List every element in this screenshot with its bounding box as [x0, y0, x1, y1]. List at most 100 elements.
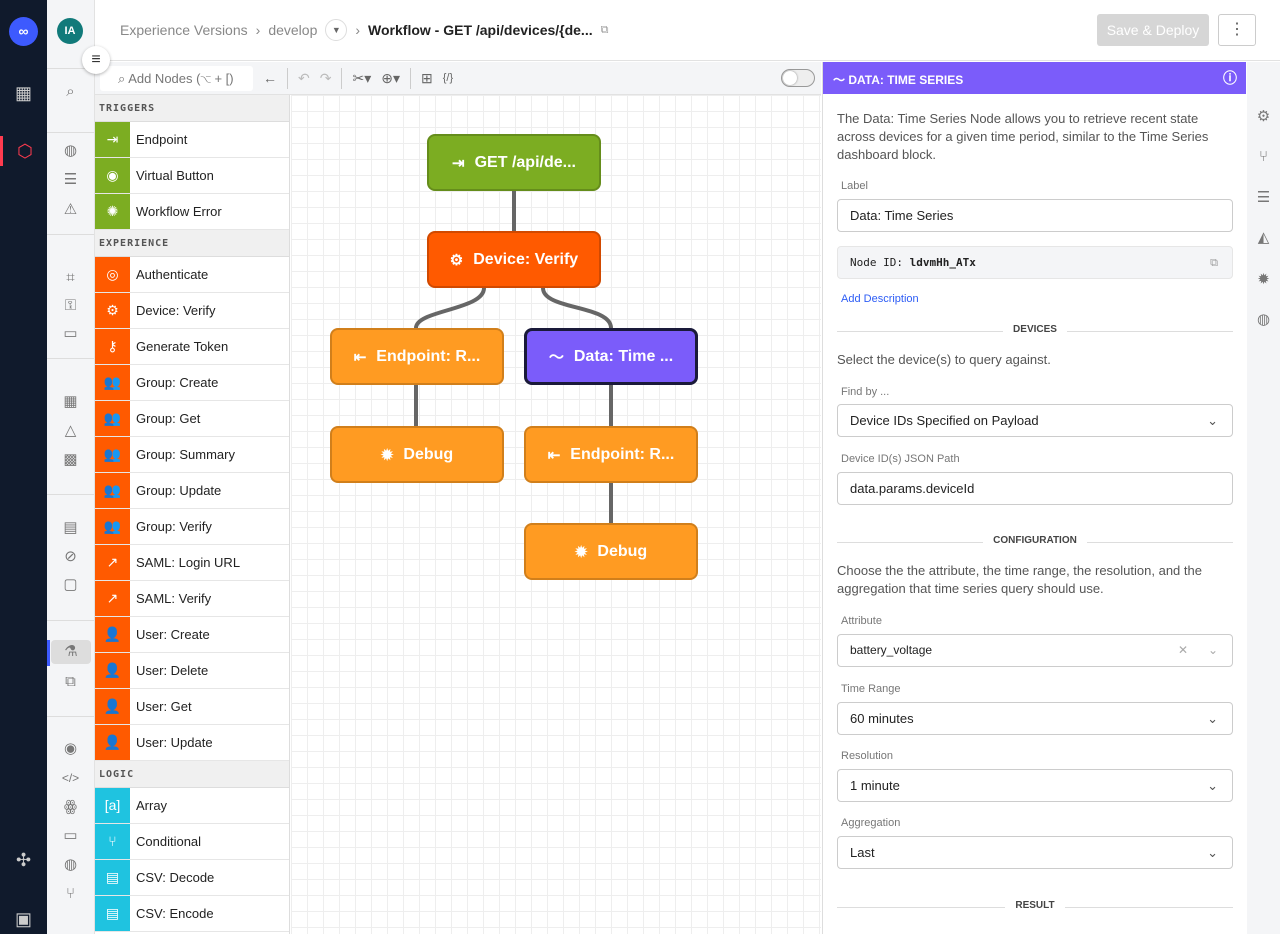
device-path-input[interactable]: data.params.deviceId [837, 472, 1233, 505]
node-device-verify[interactable]: ⚙Device: Verify [427, 231, 601, 288]
events-warning-icon[interactable]: ⚠ [63, 201, 78, 218]
node-debug-2[interactable]: ✹Debug [524, 523, 698, 580]
palette-item[interactable]: ▤CSV: Decode [95, 860, 289, 896]
node-endpoint-reply-2[interactable]: ⇤Endpoint: R... [524, 426, 698, 483]
attribute-select[interactable]: battery_voltage✕⌄ [837, 634, 1233, 667]
workflows-icon[interactable]: ⚗ [51, 640, 91, 664]
applications-cube-icon[interactable]: ⬡ [0, 136, 47, 166]
search-icon[interactable]: ⌕ [66, 83, 75, 100]
book-icon[interactable]: ▢ [63, 576, 78, 593]
www-globe-icon[interactable]: ◍ [63, 856, 78, 873]
losant-logo-icon[interactable]: ∞ [9, 17, 38, 46]
hamburger-menu-icon[interactable]: ≡ [82, 46, 110, 74]
help-icon[interactable]: ⓘ [1223, 70, 1237, 86]
node-type-icon: ◉ [95, 158, 130, 193]
add-note-icon[interactable]: ⊞ [421, 70, 433, 86]
breadcrumb-experience-versions[interactable]: Experience Versions [120, 22, 248, 38]
palette-item[interactable]: ⑂Conditional [95, 824, 289, 860]
chevron-down-icon: ⌄ [1207, 643, 1218, 657]
templates-icon[interactable]: ▣ [14, 909, 32, 929]
palette-item[interactable]: ↗SAML: Verify [95, 581, 289, 617]
palette-item[interactable]: ▤CSV: Encode [95, 896, 289, 932]
dashboard-icon[interactable]: ▦ [14, 83, 32, 103]
palette-item[interactable]: 👥Group: Update [95, 473, 289, 509]
gear-icon[interactable]: ⚙ [1256, 108, 1271, 125]
devices-icon[interactable]: ◍ [63, 142, 78, 159]
palette-item[interactable]: 👤User: Update [95, 725, 289, 761]
find-by-select[interactable]: Device IDs Specified on Payload⌄ [837, 404, 1233, 437]
node-data-time-series[interactable]: 〜Data: Time ... [524, 328, 698, 385]
code-icon[interactable]: </> [61, 771, 80, 785]
aggregation-select[interactable]: Last⌄ [837, 836, 1233, 869]
palette-item[interactable]: ⚷Generate Token [95, 329, 289, 365]
node-type-icon: ▤ [95, 896, 130, 931]
globe-icon[interactable]: ◍ [1256, 311, 1271, 328]
palette-item[interactable]: [a]Array [95, 788, 289, 824]
palette-item-label: SAML: Verify [136, 591, 212, 606]
add-description-link[interactable]: Add Description [841, 293, 919, 305]
device-recipes-icon[interactable]: ☰ [63, 171, 78, 188]
more-options-button[interactable]: ⋮ [1218, 14, 1256, 46]
palette-item[interactable]: 👥 Group: Summary [95, 437, 289, 473]
copy-icon[interactable]: ⧉ [1210, 256, 1218, 269]
compass-icon[interactable]: ⊘ [64, 548, 77, 565]
palette-item[interactable]: 👤User: Delete [95, 653, 289, 689]
database-icon[interactable]: ☰ [1256, 189, 1271, 206]
keys-icon[interactable]: ⚿ [64, 297, 77, 314]
version-branch-icon[interactable]: ⑂ [1258, 148, 1268, 165]
palette-item-label: Group: Summary [136, 447, 235, 462]
palette-item[interactable]: 👥Group: Create [95, 365, 289, 401]
undo-icon[interactable]: ↶ [298, 70, 310, 86]
back-arrow-icon[interactable]: ← [263, 70, 277, 86]
bug-icon[interactable]: ✹ [1257, 271, 1270, 288]
data-tables-icon[interactable]: ▦ [63, 393, 78, 410]
dashboards-icon[interactable]: ▤ [63, 519, 78, 536]
find-by-label: Find by ... [841, 386, 890, 398]
save-deploy-button[interactable]: Save & Deploy [1097, 14, 1209, 46]
palette-item[interactable]: ↗SAML: Login URL [95, 545, 289, 581]
palette-item[interactable]: ⚙Device: Verify [95, 293, 289, 329]
palette-item[interactable]: 👥Group: Verify [95, 509, 289, 545]
time-range-select[interactable]: 60 minutes⌄ [837, 702, 1233, 735]
scissors-icon[interactable]: ✂▾ [352, 70, 372, 86]
network-icon[interactable]: ✣ [15, 850, 32, 870]
version-dropdown-icon[interactable]: ▼ [325, 19, 348, 41]
debug-toggle[interactable] [781, 69, 815, 87]
credentials-icon[interactable]: ▭ [63, 325, 78, 342]
resolution-select[interactable]: 1 minute⌄ [837, 769, 1233, 802]
edge-compute-icon[interactable]: ⌗ [66, 269, 75, 286]
palette-item[interactable]: ⇥Endpoint [95, 122, 289, 158]
avatar[interactable]: IA [57, 18, 83, 44]
area-chart-icon[interactable]: ◭ [1257, 229, 1270, 246]
label-input[interactable]: Data: Time Series [837, 199, 1233, 232]
node-label: Data: Time ... [573, 347, 674, 365]
palette-item[interactable]: ◎Authenticate [95, 257, 289, 293]
resources-icon[interactable]: ◉ [63, 740, 78, 757]
global-variables-icon[interactable]: {/} [442, 72, 454, 84]
redo-icon[interactable]: ↷ [319, 70, 332, 86]
breadcrumb-develop[interactable]: develop [268, 22, 318, 38]
users-icon[interactable]: ꙮ [63, 798, 78, 815]
node-endpoint-reply-1[interactable]: ⇤Endpoint: R... [330, 328, 504, 385]
palette-item[interactable]: 👤User: Get [95, 689, 289, 725]
integrations-icon[interactable]: ▩ [63, 451, 78, 468]
node-type-icon: 👤 [95, 725, 130, 760]
settings-sliders-icon[interactable]: ⧉ [65, 673, 76, 690]
palette-item[interactable]: ◉ Virtual Button [95, 158, 289, 194]
palette-item[interactable]: 👥Group: Get [95, 401, 289, 437]
palette-item-label: Virtual Button [136, 168, 214, 183]
version-branch-icon[interactable]: ⑂ [65, 885, 75, 902]
add-nodes-search-input[interactable]: ⌕ Add Nodes (⌥ + [) [100, 66, 253, 91]
copy-icon[interactable]: ⧉ [600, 23, 609, 36]
clear-icon[interactable]: ✕ [1177, 643, 1188, 657]
notebooks-icon[interactable]: △ [64, 422, 77, 439]
node-type-icon: ◎ [95, 257, 130, 292]
node-debug-1[interactable]: ✹Debug [330, 426, 504, 483]
files-folder-icon[interactable]: ▭ [63, 827, 78, 844]
workflow-canvas[interactable]: ⇥GET /api/de... ⚙Device: Verify ⇤Endpoin… [291, 95, 821, 934]
palette-item[interactable]: 👤User: Create [95, 617, 289, 653]
node-type-icon: 👥 [95, 437, 130, 472]
palette-item[interactable]: ✺Workflow Error [95, 194, 289, 230]
node-get-endpoint-trigger[interactable]: ⇥GET /api/de... [427, 134, 601, 191]
zoom-icon[interactable]: ⊕▾ [381, 70, 400, 86]
